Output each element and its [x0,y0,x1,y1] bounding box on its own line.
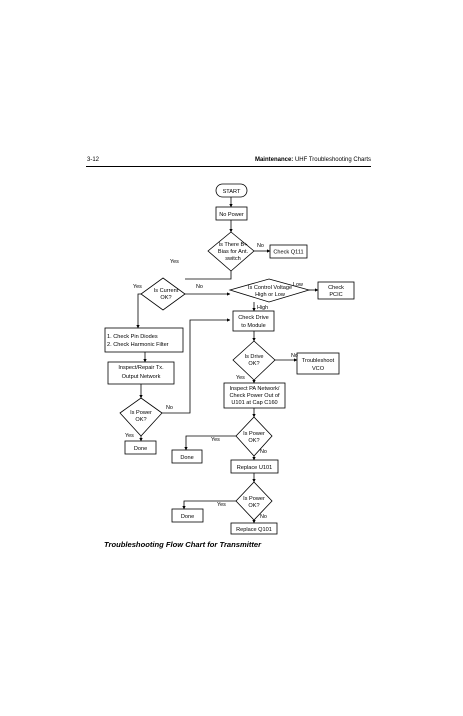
inspect-tx-text-2: Output Network [122,374,161,380]
inspect-pa-box [223,382,286,409]
label-bias-yes: Yes [170,259,179,265]
label-power3-yes: Yes [217,502,226,508]
no-power-text: No Power [219,212,244,218]
power-decision-2 [235,416,273,457]
label-power1-no: No [166,405,173,411]
bias-decision [207,231,255,272]
done1-text: Done [134,446,147,452]
power1-text-1: Is Power [130,410,152,416]
line-bias-yes [185,271,232,280]
label-current-yes: Yes [133,284,142,290]
arrow-power2-yes [184,435,236,451]
drive-text-2: OK? [248,361,259,367]
bias-text-2: Bias for Ant. [218,249,249,255]
pa-text-1: Inspect PA Network/ [230,386,280,392]
start-terminal [215,183,248,198]
check-drive-text-2: to Module [241,323,266,329]
troubleshoot-vco-box [296,352,340,375]
control-text-2: High or Low [255,292,286,298]
label-drive-no: No [291,353,298,359]
vco-text-2: VCO [312,366,325,372]
drive-text-1: Is Drive [245,354,264,360]
label-control-high: High [257,305,268,311]
section-title-bold: Maintenance: [254,157,294,163]
check-q111-box [269,244,308,259]
section-title-rest: UHF Troubleshooting Charts [293,157,371,163]
page-number: 3-12 [87,157,100,163]
label-power1-yes: Yes [125,433,134,439]
pa-text-3: U101 at Cap C160 [231,400,277,406]
control-voltage-decision [228,278,311,303]
check-pcic-text-2: PCIC [329,292,342,298]
replace-q101-text: Replace Q101 [236,527,272,533]
done2-text: Done [180,455,193,461]
power3-text-1: Is Power [243,496,265,502]
arrow-power1-no [162,318,231,414]
power-decision-3 [235,481,273,521]
label-power2-no: No [260,449,267,455]
check-pin-text-1: 1. Check Pin Diodes [107,334,158,340]
label-power3-no: No [260,514,267,520]
check-q111-text: Check Q111 [273,250,303,256]
control-text-1: Is Control Voltage [248,285,292,291]
power-decision-1 [119,397,163,437]
bias-text-3: switch [225,256,241,262]
pa-text-2: Check Power Out of [229,393,280,399]
header-rule [86,166,371,167]
power2-text-1: Is Power [243,431,265,437]
replace-u101-box [230,459,279,474]
no-power-box [215,206,248,221]
arrow-current-yes [136,293,141,329]
figure-caption: Troubleshooting Flow Chart for Transmitt… [104,540,262,549]
label-drive-yes: Yes [236,375,245,381]
inspect-tx-box [107,361,175,385]
current-text-1: Is Current [154,288,179,294]
inspect-tx-text-1: Inspect/Repair Tx. [118,365,164,371]
replace-u101-text: Replace U101 [237,465,272,471]
label-power2-yes: Yes [211,437,220,443]
check-pcic-box [317,281,355,300]
arrow-power3-yes [182,500,236,510]
check-drive-box [232,310,275,332]
label-control-low: Low [293,282,303,288]
start-text: START [223,189,241,195]
current-text-2: OK? [160,295,171,301]
check-pin-diodes-box [104,327,184,353]
replace-q101-box [230,522,278,535]
check-drive-text-1: Check Drive [238,315,268,321]
label-bias-no: No [257,243,264,249]
drive-decision [232,340,276,381]
vco-text-1: Troubleshoot [302,358,335,364]
label-current-no: No [196,284,203,290]
done-box-3 [171,508,204,523]
done-box-1 [124,440,157,455]
check-pin-text-2: 2. Check Harmonic Filter [107,342,169,348]
current-decision [140,277,186,311]
check-pcic-text-1: Check [328,285,344,291]
section-title: Maintenance: UHF Troubleshooting Charts [255,157,371,163]
power3-text-2: OK? [248,503,259,509]
bias-text-1: Is There B+ [219,242,248,248]
power1-text-2: OK? [135,417,146,423]
done-box-2 [171,449,203,464]
done3-text: Done [181,514,194,520]
power2-text-2: OK? [248,438,259,444]
